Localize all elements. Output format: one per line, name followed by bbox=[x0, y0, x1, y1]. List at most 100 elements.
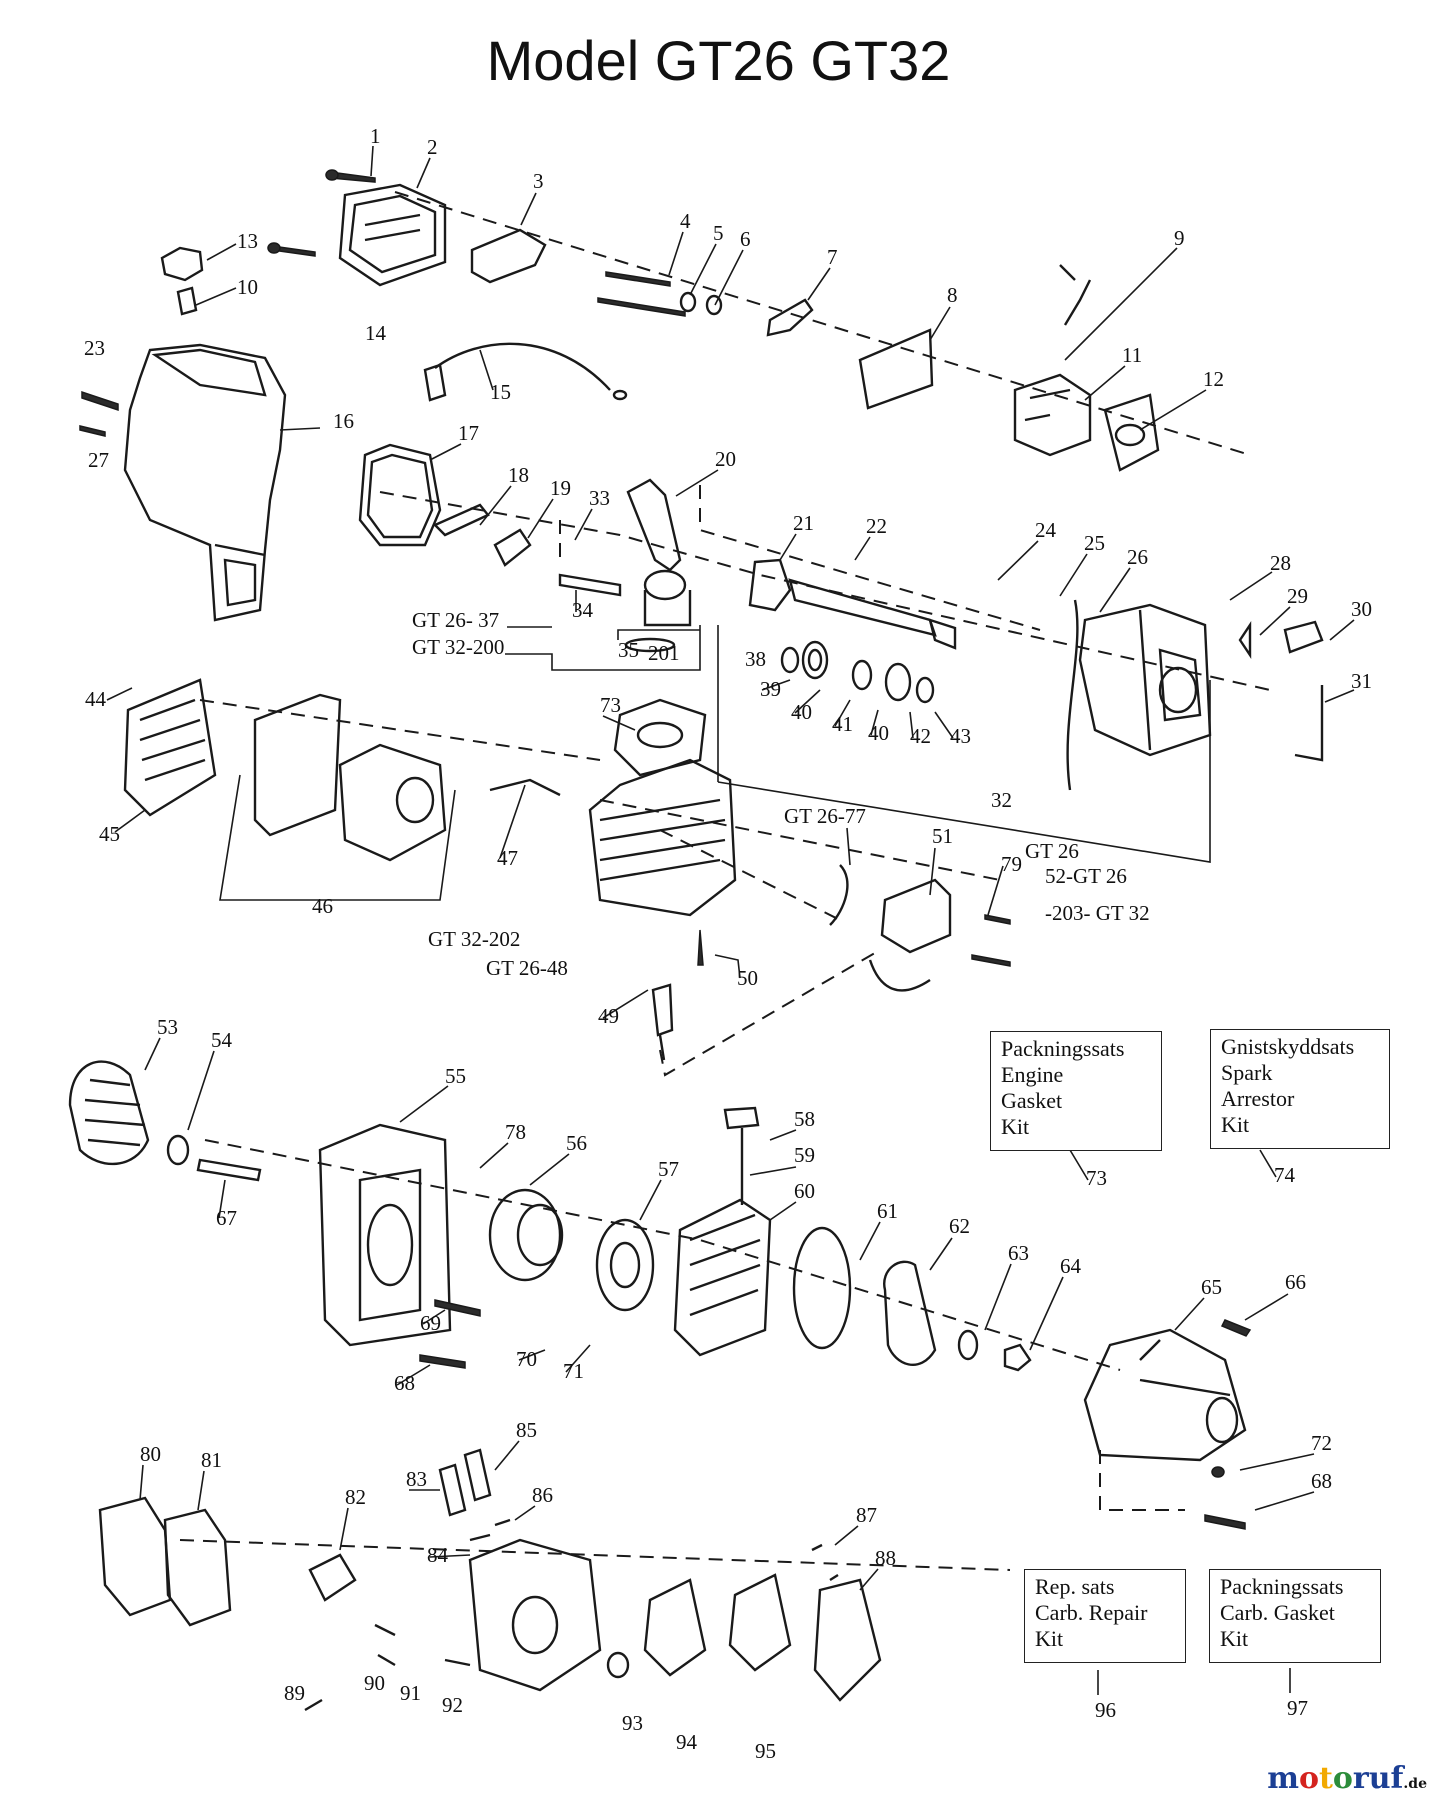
callout-number: 41 bbox=[832, 712, 853, 736]
callout-number: 71 bbox=[563, 1359, 584, 1383]
variant-label: GT 26-77 bbox=[784, 804, 866, 828]
kit-line: Packningssats bbox=[1001, 1036, 1125, 1061]
callout-number: 57 bbox=[658, 1157, 679, 1181]
callout-number: 27 bbox=[88, 448, 109, 472]
callout-number: 24 bbox=[1035, 518, 1057, 542]
callout-number: 91 bbox=[400, 1681, 421, 1705]
callout-number: 13 bbox=[237, 229, 258, 253]
callout-number: 50 bbox=[737, 966, 758, 990]
callout-number: 35 bbox=[618, 638, 639, 662]
watermark-text: motoruf bbox=[1267, 1761, 1404, 1796]
callout-number: 32 bbox=[991, 788, 1012, 812]
callout-number: 11 bbox=[1122, 343, 1142, 367]
kit-line: Gasket bbox=[1001, 1088, 1063, 1113]
callout-number: 22 bbox=[866, 514, 887, 538]
callout-number: 28 bbox=[1270, 551, 1291, 575]
callout-number: 19 bbox=[550, 476, 571, 500]
variant-label: GT 26- 37 bbox=[412, 608, 499, 632]
callout-number: 6 bbox=[740, 227, 751, 251]
spark-arrestor-kit-box: Gnistskyddsats Spark Arrestor Kit bbox=[1210, 1029, 1390, 1149]
callout-number: 1 bbox=[370, 124, 381, 148]
callout-number: 8 bbox=[947, 283, 958, 307]
variant-label: GT 26 bbox=[1025, 839, 1079, 863]
callout-number: 21 bbox=[793, 511, 814, 535]
part-shapes bbox=[68, 169, 1324, 1712]
variant-label: 52-GT 26 bbox=[1045, 864, 1127, 888]
callout-number: 66 bbox=[1285, 1270, 1306, 1294]
callout-number: 4 bbox=[680, 209, 691, 233]
callout-number: 18 bbox=[508, 463, 529, 487]
leader-lines bbox=[106, 145, 1355, 1695]
watermark-suffix: .de bbox=[1403, 1776, 1427, 1792]
callout-number: 14 bbox=[365, 321, 387, 345]
callout-number: 43 bbox=[950, 724, 971, 748]
callout-number: 16 bbox=[333, 409, 354, 433]
callout-number: 3 bbox=[533, 169, 544, 193]
callout-number: 30 bbox=[1351, 597, 1372, 621]
assembly-axis-lines bbox=[179, 191, 1271, 1571]
page-title: Model GT26 GT32 bbox=[486, 29, 951, 92]
carb-repair-kit-box: Rep. sats Carb. Repair Kit bbox=[1024, 1569, 1186, 1663]
callout-number: 47 bbox=[497, 846, 518, 870]
callout-number: 29 bbox=[1287, 584, 1308, 608]
kit-line: Carb. Gasket bbox=[1220, 1600, 1335, 1625]
callout-number: 90 bbox=[364, 1671, 385, 1695]
callout-number: 34 bbox=[572, 598, 594, 622]
callout-number: 7 bbox=[827, 245, 838, 269]
callout-number: 63 bbox=[1008, 1241, 1029, 1265]
callout-number: 15 bbox=[490, 380, 511, 404]
kit-line: Arrestor bbox=[1221, 1086, 1295, 1111]
callout-number: 86 bbox=[532, 1483, 553, 1507]
kit-line: Packningssats bbox=[1220, 1574, 1344, 1599]
callout-number: 73 bbox=[1086, 1166, 1107, 1190]
callout-number: 60 bbox=[794, 1179, 815, 1203]
callout-number: 42 bbox=[910, 724, 931, 748]
callout-number: 55 bbox=[445, 1064, 466, 1088]
callout-number: 79 bbox=[1001, 852, 1022, 876]
callout-number: 25 bbox=[1084, 531, 1105, 555]
callout-number: 92 bbox=[442, 1693, 463, 1717]
kit-line: Spark bbox=[1221, 1060, 1273, 1085]
callout-number: 65 bbox=[1201, 1275, 1222, 1299]
callout-number: 33 bbox=[589, 486, 610, 510]
kit-line: Kit bbox=[1001, 1114, 1030, 1139]
callout-number: 78 bbox=[505, 1120, 526, 1144]
callout-number: 59 bbox=[794, 1143, 815, 1167]
callout-number: 12 bbox=[1203, 367, 1224, 391]
callout-number: 80 bbox=[140, 1442, 161, 1466]
kit-line: Kit bbox=[1220, 1626, 1249, 1651]
watermark-logo: motoruf.de bbox=[1267, 1761, 1427, 1796]
kit-line: Engine bbox=[1001, 1062, 1064, 1087]
variant-label: -203- GT 32 bbox=[1045, 901, 1150, 925]
callout-number: 49 bbox=[598, 1004, 619, 1028]
kit-line: Carb. Repair bbox=[1035, 1600, 1148, 1625]
callout-number: 51 bbox=[932, 824, 953, 848]
callout-number: 40 bbox=[791, 700, 812, 724]
callout-number: 31 bbox=[1351, 669, 1372, 693]
callout-number: 39 bbox=[760, 677, 781, 701]
callout-number: 5 bbox=[713, 221, 724, 245]
callout-number: 68 bbox=[1311, 1469, 1332, 1493]
callout-number: 38 bbox=[745, 647, 766, 671]
callout-number: 97 bbox=[1287, 1696, 1308, 1720]
variant-label: GT 32-202 bbox=[428, 927, 520, 951]
callout-number: 58 bbox=[794, 1107, 815, 1131]
callout-number: 95 bbox=[755, 1739, 776, 1763]
callout-number: 56 bbox=[566, 1131, 587, 1155]
callout-number: 81 bbox=[201, 1448, 222, 1472]
callout-number: 20 bbox=[715, 447, 736, 471]
variant-label: GT 26-48 bbox=[486, 956, 568, 980]
callout-number: 68 bbox=[394, 1371, 415, 1395]
callout-number: 96 bbox=[1095, 1698, 1116, 1722]
kit-line: Kit bbox=[1221, 1112, 1250, 1137]
callout-number: 9 bbox=[1174, 226, 1185, 250]
callout-number: 44 bbox=[85, 687, 107, 711]
callout-number: 94 bbox=[676, 1730, 698, 1754]
callout-number: 67 bbox=[216, 1206, 237, 1230]
callout-number: 10 bbox=[237, 275, 258, 299]
callout-number: 26 bbox=[1127, 545, 1148, 569]
callout-number: 89 bbox=[284, 1681, 305, 1705]
callout-number: 45 bbox=[99, 822, 120, 846]
